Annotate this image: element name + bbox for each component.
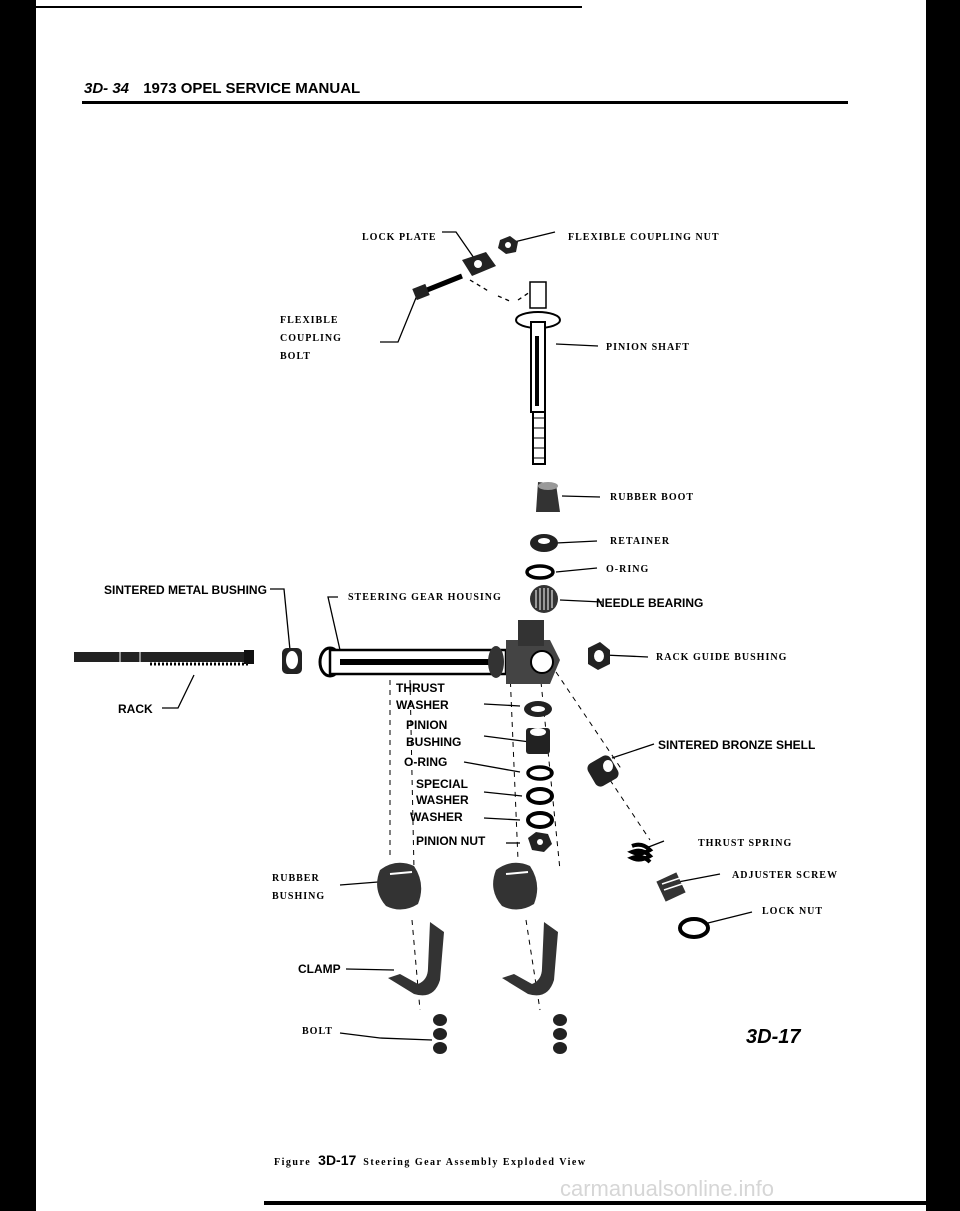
label-o-ring-2: O-RING [404,755,448,769]
label-sintered-metal-bushing: SINTERED METAL BUSHING [104,583,267,597]
label-rack-guide-bushing: RACK GUIDE BUSHING [656,652,788,663]
manual-title: 1973 OPEL SERVICE MANUAL [143,80,361,97]
o-ring-part [525,564,555,580]
needle-bearing-part [530,585,558,613]
rack-part [74,650,254,666]
label-steering-gear-housing: STEERING GEAR HOUSING [348,592,502,603]
pinion-shaft-part [515,281,561,465]
label-flexible-coupling-nut: FLEXIBLE COUPLING NUT [568,232,720,243]
label-lock-nut: LOCK NUT [762,906,824,917]
page-number: 3D- 34 [84,80,130,97]
label-washer: WASHER [410,810,463,824]
label-retainer: RETAINER [610,536,671,547]
watermark: carmanualsonline.info [560,1176,775,1201]
o-ring-2-part [526,765,554,781]
label-o-ring: O-RING [606,564,650,575]
retainer-part [530,534,558,552]
lock-nut-part [678,917,710,939]
pinion-bushing-part [526,728,550,754]
thrust-washer-part [524,701,552,717]
lock-plate-part [462,252,496,276]
label-special-washer: SPECIAL WASHER [416,777,469,807]
label-needle-bearing: NEEDLE BEARING [596,596,704,610]
label-bolt: BOLT [302,1026,333,1037]
label-pinion-bushing: PINION BUSHING [406,718,462,749]
flexible-coupling-bolt-part [412,273,463,301]
label-thrust-spring: THRUST SPRING [698,838,793,849]
label-rack: RACK [118,702,153,716]
washer-part [526,811,554,829]
label-lock-plate: LOCK PLATE [362,232,437,243]
figure-caption: Figure 3D-17 Steering Gear Assembly Expl… [274,1152,587,1168]
special-washer-part [526,787,554,805]
left-scan-edge [0,0,36,1211]
sintered-metal-bushing-part [282,648,302,674]
label-pinion-nut: PINION NUT [416,834,486,848]
rubber-bushing-left-part [377,862,422,910]
flexible-coupling-nut-part [498,236,518,254]
label-rubber-bushing: RUBBER BUSHING [272,873,326,902]
figure-id: 3D-17 [746,1026,801,1048]
pinion-nut-part [528,832,552,852]
page-header: 3D- 34 1973 OPEL SERVICE MANUAL [84,80,360,97]
steering-gear-housing-part [318,620,560,684]
label-pinion-shaft: PINION SHAFT [606,342,690,353]
label-flexible-coupling-bolt: FLEXIBLE COUPLING BOLT [280,315,342,362]
label-clamp: CLAMP [298,962,341,976]
label-sintered-bronze-shell: SINTERED BRONZE SHELL [658,738,816,752]
label-adjuster-screw: ADJUSTER SCREW [732,870,838,881]
bolt-left-part [433,1014,447,1054]
rack-guide-bushing-part [588,642,610,670]
adjuster-screw-part [656,872,686,902]
header-rule [82,101,848,104]
clamp-left-part [388,922,444,996]
bottom-rule [264,1201,926,1205]
right-scan-edge [926,0,960,1211]
label-thrust-washer: THRUST WASHER [396,681,449,712]
sintered-bronze-shell-part [587,755,619,787]
clamp-right-part [502,922,558,996]
rubber-bushing-right-part [493,862,538,910]
bolt-right-part [553,1014,567,1054]
top-rule [36,6,582,8]
label-rubber-boot: RUBBER BOOT [610,492,695,503]
rubber-boot-part [536,482,560,512]
thrust-spring-part [627,842,654,864]
